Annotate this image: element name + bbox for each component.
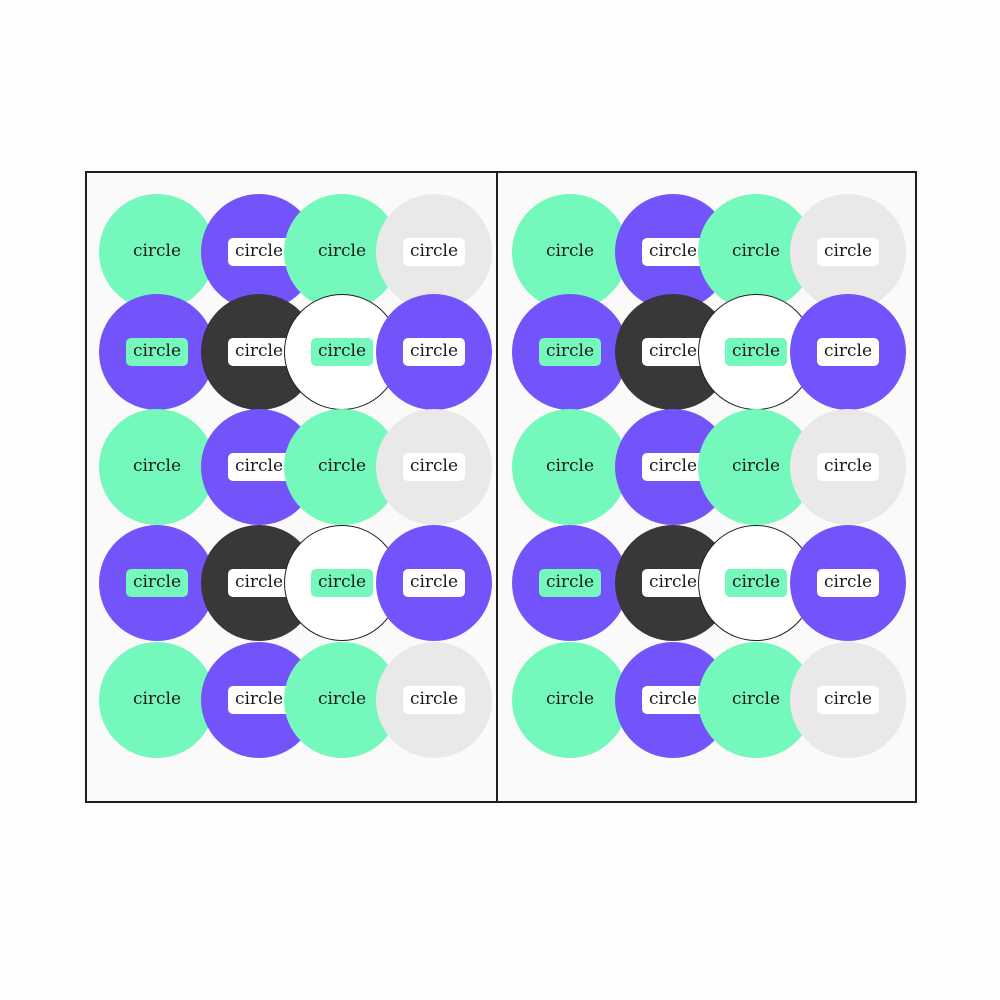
circle-label: circle (724, 569, 788, 597)
circle-label: circle (310, 338, 374, 366)
circle-label: circle (816, 238, 880, 266)
circle-label: circle (132, 241, 182, 261)
circle-label: circle (402, 686, 466, 714)
circle-label: circle (402, 338, 466, 366)
circle-label: circle (641, 686, 705, 714)
circle-label: circle (731, 456, 781, 476)
circle-node: circle (512, 194, 628, 310)
circle-node: circle (790, 194, 906, 310)
circle-node: circle (376, 409, 492, 525)
circle-label: circle (125, 338, 189, 366)
circle-label: circle (816, 453, 880, 481)
circle-node: circle (512, 525, 628, 641)
circle-label: circle (227, 338, 291, 366)
circle-label: circle (227, 238, 291, 266)
circle-label: circle (641, 238, 705, 266)
left-panel: circle circle circle circle circle circle circ… (87, 173, 496, 801)
circle-label: circle (227, 453, 291, 481)
circle-node: circle (99, 409, 215, 525)
right-panel: circle circle circle circle circle circle circ… (498, 173, 915, 801)
circle-label: circle (227, 686, 291, 714)
circle-node: circle (99, 525, 215, 641)
circle-label: circle (641, 338, 705, 366)
circle-node: circle (512, 642, 628, 758)
circle-node: circle (790, 525, 906, 641)
circle-node: circle (376, 525, 492, 641)
circle-label: circle (132, 689, 182, 709)
circle-label: circle (317, 241, 367, 261)
circle-label: circle (317, 456, 367, 476)
circle-label: circle (545, 241, 595, 261)
circle-node: circle (790, 294, 906, 410)
circle-label: circle (538, 569, 602, 597)
circle-label: circle (816, 338, 880, 366)
circle-node: circle (512, 409, 628, 525)
circle-label: circle (317, 689, 367, 709)
circle-label: circle (402, 453, 466, 481)
circle-label: circle (724, 338, 788, 366)
circle-node: circle (512, 294, 628, 410)
circle-node: circle (376, 194, 492, 310)
circle-node: circle (615, 294, 731, 410)
circle-node: circle (790, 642, 906, 758)
circle-label: circle (545, 456, 595, 476)
circle-node: circle (99, 194, 215, 310)
circle-label: circle (125, 569, 189, 597)
circle-label: circle (132, 456, 182, 476)
diagram-frame: circle circle circle circle circle circle circ… (85, 171, 917, 803)
circle-node: circle (376, 642, 492, 758)
circle-node: circle (376, 294, 492, 410)
circle-label: circle (402, 569, 466, 597)
circle-label: circle (816, 686, 880, 714)
circle-label: circle (545, 689, 595, 709)
circle-label: circle (538, 338, 602, 366)
circle-label: circle (641, 569, 705, 597)
panel-divider (496, 173, 498, 801)
circle-label: circle (227, 569, 291, 597)
circle-label: circle (310, 569, 374, 597)
circle-node: circle (790, 409, 906, 525)
circle-node: circle (284, 294, 400, 410)
circle-label: circle (402, 238, 466, 266)
circle-node: circle (99, 642, 215, 758)
circle-node: circle (99, 294, 215, 410)
circle-node: circle (698, 642, 814, 758)
circle-label: circle (816, 569, 880, 597)
circle-label: circle (641, 453, 705, 481)
circle-label: circle (731, 689, 781, 709)
circle-label: circle (731, 241, 781, 261)
